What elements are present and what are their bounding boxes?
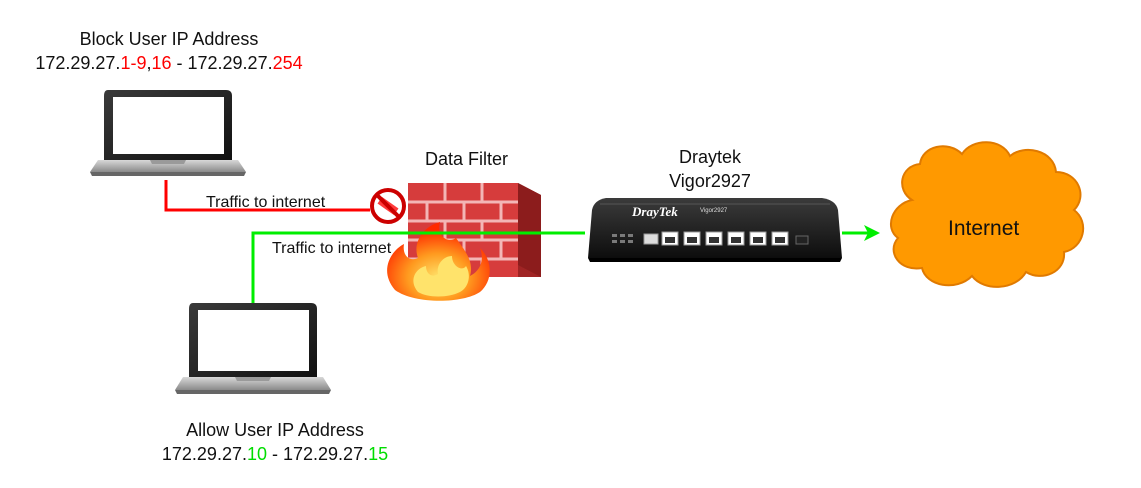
router-brand-label: Draytek <box>678 147 741 167</box>
block-ip-end: 254 <box>272 53 303 73</box>
block-user-title: Block User IP Address <box>79 29 259 49</box>
allow-ip-start: 10 <box>246 444 267 464</box>
allow-user-laptop-icon <box>175 303 331 394</box>
allow-ip-mid: - 172.29.27. <box>267 444 369 464</box>
blocked-traffic-label: Traffic to internet <box>206 194 326 211</box>
blocked-connection-line <box>164 180 370 212</box>
no-entry-icon <box>370 188 406 224</box>
block-ip-prefix: 172.29.27. <box>35 53 121 73</box>
router-device-brand: DrayTek <box>631 204 678 219</box>
allowed-traffic-label: Traffic to internet <box>272 240 392 257</box>
block-ip-separator: , <box>146 53 152 73</box>
block-ip-range-start: 1-9 <box>120 53 147 73</box>
internet-cloud-icon <box>890 141 1084 288</box>
block-user-laptop-icon <box>90 90 246 176</box>
router-model-label: Vigor2927 <box>669 171 751 191</box>
block-ip-extra: 16 <box>151 53 172 73</box>
router-device-model: Vigor2927 <box>700 208 728 214</box>
block-ip-mid: - 172.29.27. <box>171 53 273 73</box>
block-user-ip-range: 172.29.27.1-9,16 - 172.29.27.254 <box>2 51 336 75</box>
allow-user-ip-range: 172.29.27.10 - 172.29.27.15 <box>110 442 440 466</box>
allow-ip-prefix: 172.29.27. <box>161 444 247 464</box>
firewall-label: Data Filter <box>425 149 509 169</box>
flame-icon <box>387 222 490 301</box>
arrow-head-icon <box>864 225 880 241</box>
allow-ip-end: 15 <box>368 444 389 464</box>
allow-user-title: Allow User IP Address <box>186 420 364 440</box>
allowed-connection-line <box>251 231 585 303</box>
router-icon: DrayTek Vigor2927 <box>588 198 842 262</box>
internet-label: Internet <box>948 217 1020 240</box>
